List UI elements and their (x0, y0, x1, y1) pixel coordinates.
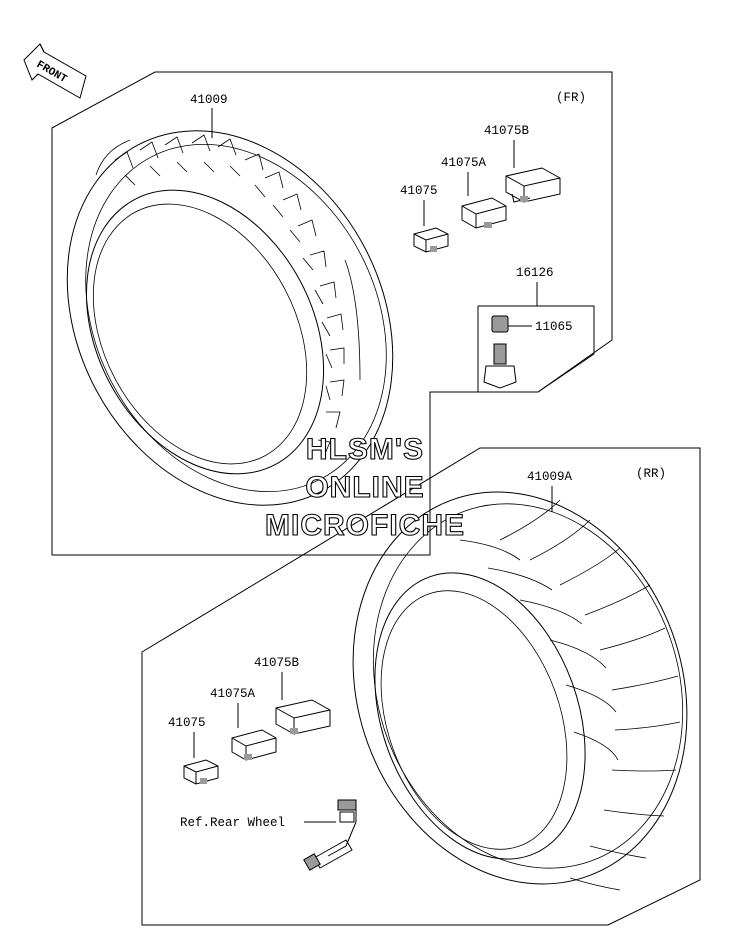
rear-weight-41075a: 41075A (210, 687, 277, 761)
watermark: HLSM'S ONLINE MICROFICHE (264, 432, 465, 542)
rear-weight-1-label: 41075 (168, 716, 206, 730)
front-tire-part-label: 41009 (190, 93, 228, 107)
watermark-line-2: ONLINE (305, 471, 424, 504)
rear-weight-3-label: 41075B (254, 656, 300, 670)
front-weight-1-label: 41075 (400, 184, 438, 198)
front-weight-2-label: 41075A (441, 156, 487, 170)
rear-valve-ref-label: Ref.Rear Wheel (180, 816, 285, 830)
rear-tread-pattern (459, 499, 681, 891)
rear-tire-part-label: 41009A (527, 470, 573, 484)
rear-group-tag: (RR) (636, 467, 666, 481)
front-group-tag: (FR) (556, 91, 586, 105)
rear-weight-41075: 41075 (168, 716, 219, 785)
front-weight-41075a: 41075A (441, 156, 507, 229)
front-tread-pattern (95, 134, 361, 457)
valve-stem-icon (483, 343, 517, 389)
watermark-line-1: HLSM'S (306, 433, 424, 466)
rear-weight-2-label: 41075A (210, 687, 256, 701)
rear-valve-ref: Ref.Rear Wheel (180, 799, 357, 871)
front-tire: 41009 (66, 93, 394, 506)
front-valve-kit-label: 16126 (516, 266, 554, 280)
front-valve-cap-label: 11065 (535, 320, 573, 334)
front-valve-kit: 16126 11065 (477, 266, 595, 393)
watermark-line-3: MICROFICHE (265, 509, 465, 542)
front-weight-41075b: 41075B (484, 124, 561, 203)
front-weight-41075: 41075 (400, 184, 449, 253)
valve-cap-icon (491, 315, 509, 333)
rear-weight-41075b: 41075B (254, 656, 331, 735)
angled-valve-icon (303, 799, 357, 871)
rear-group-panel: (RR) (141, 447, 701, 926)
front-arrow-icon: FRONT (23, 43, 87, 99)
rear-tire: 41009A (352, 470, 688, 891)
front-weight-3-label: 41075B (484, 124, 530, 138)
